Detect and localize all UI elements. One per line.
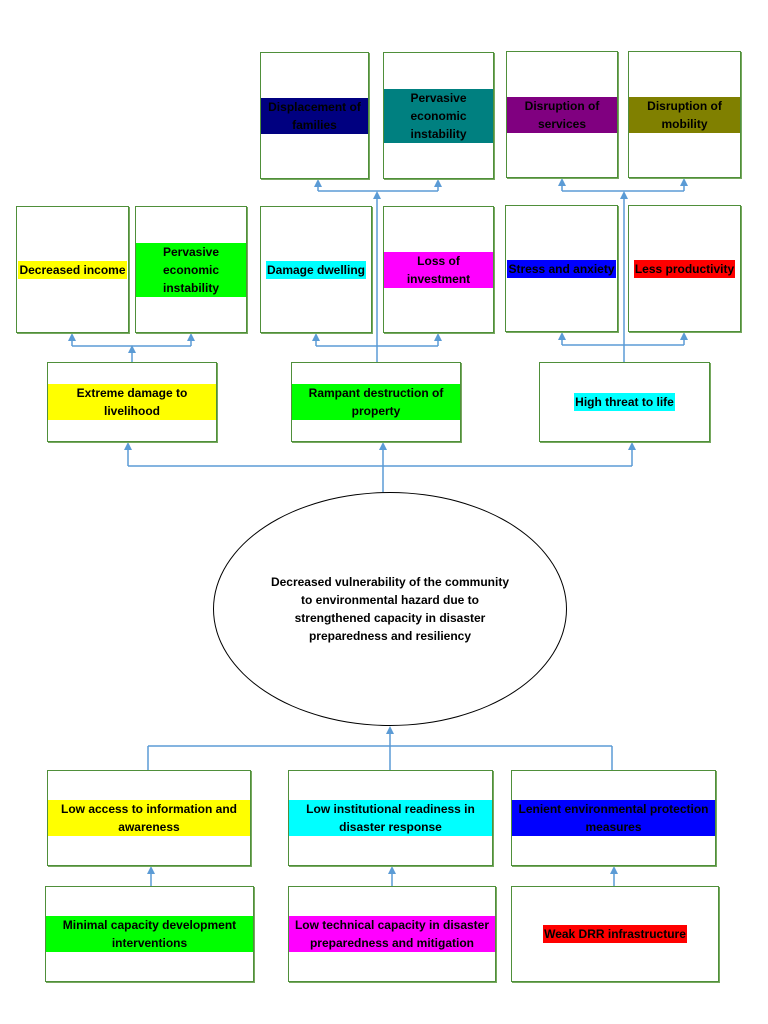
top-effect-box: Disruption of services <box>506 51 618 178</box>
sub-effect-box: Stress and anxiety <box>505 205 618 332</box>
root-cause-label: Minimal capacity development interventio… <box>46 916 253 952</box>
cause-label: Lenient environmental protection measure… <box>512 800 715 836</box>
sub-effect-label: Stress and anxiety <box>507 259 616 278</box>
central-problem-label: Decreased vulnerability of the community… <box>270 575 510 643</box>
cause-label: Low institutional readiness in disaster … <box>289 800 492 836</box>
top-effect-box: Pervasive economic instability <box>383 52 494 179</box>
central-problem-ellipse: Decreased vulnerability of the community… <box>213 492 567 726</box>
sub-effect-box: Pervasive economic instability <box>135 206 247 333</box>
effect-box-life: High threat to life <box>539 362 710 442</box>
top-effect-label: Displacement of families <box>261 97 368 134</box>
sub-effect-label: Loss of investment <box>384 251 493 288</box>
root-cause-box: Weak DRR infrastructure <box>511 886 719 982</box>
root-cause-box: Low technical capacity in disaster prepa… <box>288 886 496 982</box>
top-effect-label: Disruption of services <box>507 96 617 133</box>
cause-box: Low access to information and awareness <box>47 770 251 866</box>
cause-box: Lenient environmental protection measure… <box>511 770 716 866</box>
effect-label: High threat to life <box>574 393 675 411</box>
top-effect-label: Pervasive economic instability <box>384 88 493 143</box>
cause-box: Low institutional readiness in disaster … <box>288 770 493 866</box>
sub-effect-label: Decreased income <box>18 260 127 279</box>
effect-box-livelihood: Extreme damage to livelihood <box>47 362 217 442</box>
root-cause-label: Low technical capacity in disaster prepa… <box>289 916 495 952</box>
top-effect-box: Disruption of mobility <box>628 51 741 178</box>
root-cause-box: Minimal capacity development interventio… <box>45 886 254 982</box>
effect-box-property: Rampant destruction of property <box>291 362 461 442</box>
sub-effect-label: Pervasive economic instability <box>136 242 246 297</box>
sub-effect-box: Less productivity <box>628 205 741 332</box>
top-effect-label: Disruption of mobility <box>629 96 740 133</box>
cause-label: Low access to information and awareness <box>48 800 250 836</box>
top-effect-box: Displacement of families <box>260 52 369 179</box>
sub-effect-label: Less productivity <box>633 259 736 278</box>
sub-effect-label: Damage dwelling <box>265 260 367 279</box>
sub-effect-box: Damage dwelling <box>260 206 372 333</box>
root-cause-label: Weak DRR infrastructure <box>543 925 687 943</box>
sub-effect-box: Loss of investment <box>383 206 494 333</box>
sub-effect-box: Decreased income <box>16 206 129 333</box>
effect-label: Extreme damage to livelihood <box>48 384 216 420</box>
effect-label: Rampant destruction of property <box>292 384 460 420</box>
